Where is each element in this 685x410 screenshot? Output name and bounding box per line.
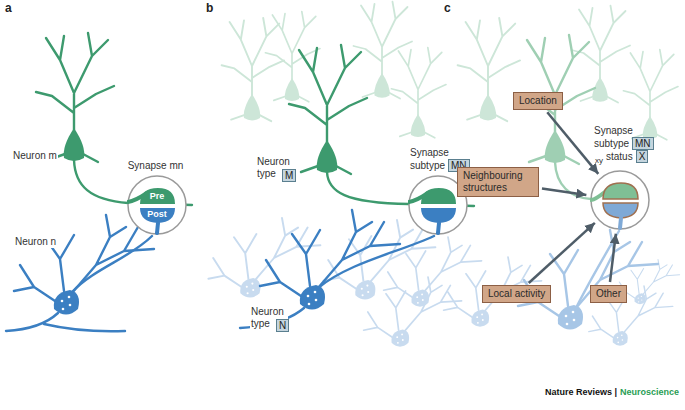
synapse-circle: Synapse subtypeMNxystatusX — [590, 170, 650, 230]
type-tag: M — [282, 169, 296, 182]
subscript: xy — [595, 156, 603, 165]
subtype-tag: X — [636, 150, 649, 163]
panel-b-neurons — [208, 2, 481, 347]
bulb-label-holder: Pre — [127, 191, 187, 202]
synapse-label: Synapse subtype — [410, 147, 449, 171]
influence-arrow — [529, 223, 595, 283]
influence-arrow — [542, 188, 586, 195]
panel-a-neurons — [6, 33, 192, 331]
synapse-outline — [590, 170, 650, 230]
neuron-label: Neuron m — [12, 150, 58, 162]
synapse-heading: Synapse subtypeMN xystatusX — [594, 124, 666, 167]
influence-arrow — [610, 234, 616, 282]
influence-arrow — [547, 112, 598, 174]
factor-box: Neighbouring structures — [457, 167, 539, 197]
factor-label: Neighbouring structures — [463, 170, 523, 193]
synapse-circle: Synapse mnPrePost — [127, 175, 187, 235]
bulb-label-holder: Post — [127, 209, 187, 220]
neuron-label: Neuron n — [14, 236, 57, 248]
subtype-tag: MN — [632, 137, 654, 150]
postsynaptic-label: Post — [147, 209, 167, 219]
journal-section: Neuroscience — [620, 386, 679, 398]
presynaptic-label: Pre — [150, 191, 165, 201]
panel-letter: b — [206, 2, 213, 14]
factor-box: Location — [513, 92, 563, 110]
panel-letter: c — [444, 2, 451, 14]
factor-label: Location — [519, 95, 557, 106]
synapse-outline — [127, 175, 187, 235]
synapse-heading: Synapse mn — [128, 159, 187, 172]
synapse-label: status — [606, 151, 633, 162]
synapse-label: Synapse mn — [128, 160, 184, 171]
journal-name: Nature Reviews | — [545, 386, 617, 398]
panel-letter: a — [5, 2, 12, 14]
factor-label: Local activity — [488, 288, 545, 299]
factor-box: Local activity — [482, 285, 551, 303]
factor-label: Other — [596, 288, 621, 299]
type-tag: N — [276, 319, 289, 332]
journal-footer: Nature Reviews |Neuroscience — [545, 386, 679, 398]
synapse-label: Synapse subtype — [594, 125, 633, 149]
panel-c-neurons — [444, 6, 680, 346]
factor-box: Other — [590, 285, 627, 303]
